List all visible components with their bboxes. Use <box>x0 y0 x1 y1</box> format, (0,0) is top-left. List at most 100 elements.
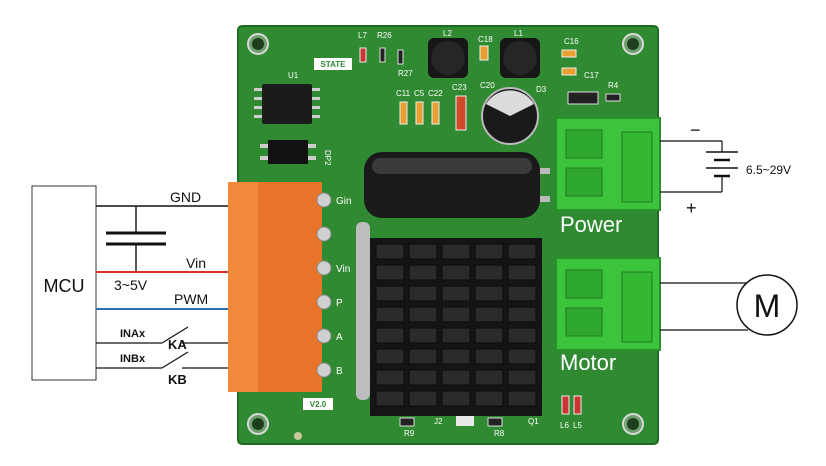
heatsink-fin <box>408 306 438 323</box>
gnd-label: GND <box>170 189 201 205</box>
power-inductor-highlight <box>372 158 532 174</box>
heatsink-fin <box>507 390 537 407</box>
power-label: Power <box>560 212 622 237</box>
inductor-l2-core <box>431 41 465 75</box>
mcu-box <box>31 185 97 381</box>
silk-dp2: DP2 <box>323 150 332 166</box>
pin-header-label: P <box>336 298 343 309</box>
motor-terminal <box>555 257 661 351</box>
pin-header-front <box>228 182 258 392</box>
heatsink-fin <box>375 390 405 407</box>
state-label: STATE <box>320 60 346 69</box>
heatsink-fin <box>408 348 438 365</box>
heatsink-fin <box>375 285 405 302</box>
silk-r8: R8 <box>494 429 505 438</box>
led-l7 <box>359 47 367 63</box>
silk-c17: C17 <box>584 71 599 80</box>
inductor-l1-core <box>503 41 537 75</box>
heatsink-fin <box>408 243 438 260</box>
heatsink-fin <box>474 306 504 323</box>
chip-pin <box>312 106 320 109</box>
silk-r9: R9 <box>404 429 415 438</box>
resistor-r8 <box>487 417 503 427</box>
kb-label: KB <box>168 372 187 387</box>
led-l5 <box>573 395 582 415</box>
heatsink-fin <box>507 369 537 386</box>
heatsink-fin <box>375 348 405 365</box>
inductor-l2 <box>428 38 468 78</box>
silk-l6: L6 <box>560 421 569 430</box>
motor-terminal-slot <box>565 269 603 299</box>
heatsink-fin <box>474 369 504 386</box>
heatsink-fin <box>441 264 471 281</box>
power-terminal-edge <box>555 117 661 211</box>
silk-c23: C23 <box>452 83 467 92</box>
capacitor-c23 <box>455 95 467 131</box>
pin-header-pin <box>316 362 332 378</box>
motor-label: Motor <box>560 350 616 375</box>
power-terminal-slot <box>565 129 603 159</box>
silk-c20: C20 <box>480 81 495 90</box>
chip-pin <box>260 156 268 160</box>
silk-l1: L1 <box>514 29 523 38</box>
pwm-label: PWM <box>174 291 208 307</box>
capacitor-c22 <box>431 101 440 125</box>
power-terminal-side <box>621 131 653 203</box>
mounting-holes <box>247 33 644 440</box>
heatsink-fin <box>441 390 471 407</box>
heatsink-fin <box>408 327 438 344</box>
silk-j2: J2 <box>434 417 443 426</box>
chip-pin <box>260 144 268 148</box>
chip-pin <box>254 88 262 91</box>
chip-u1 <box>254 84 320 124</box>
pin-header-label: B <box>336 366 343 377</box>
mounting-hole-inner <box>252 418 264 430</box>
silk-l5: L5 <box>573 421 582 430</box>
heatsink-fin <box>441 285 471 302</box>
silk-d3: D3 <box>536 85 547 94</box>
inax-label: INAx <box>120 328 146 340</box>
resistor-r26 <box>379 47 386 63</box>
vin-label: Vin <box>186 255 206 271</box>
heatsink-fin <box>408 285 438 302</box>
heatsink-fin <box>441 369 471 386</box>
pin-header-pin <box>316 260 332 276</box>
heatsink-fin <box>441 348 471 365</box>
version-badge <box>303 398 333 410</box>
resistor-r9 <box>399 417 415 427</box>
ka-label: KA <box>168 337 187 352</box>
heatsink-fin <box>507 243 537 260</box>
diode-d3 <box>567 91 599 105</box>
motor-symbol: M <box>660 274 798 336</box>
heatsink-fin <box>408 390 438 407</box>
heatsink-mount-strip <box>356 222 370 400</box>
small-via <box>294 432 302 440</box>
heatsink-fin <box>441 306 471 323</box>
silk-c11: C11 <box>396 89 411 98</box>
heatsink-fin <box>474 285 504 302</box>
pcb-board <box>238 26 658 444</box>
silk-u1: U1 <box>288 71 299 80</box>
capacitor-c18 <box>479 45 489 61</box>
silk-c22: C22 <box>428 89 443 98</box>
chip-pin <box>308 144 316 148</box>
resistor-r4 <box>605 93 621 102</box>
heatsink-fin <box>507 285 537 302</box>
heatsink-fin <box>375 369 405 386</box>
chip-pin <box>308 156 316 160</box>
inductor-l1 <box>500 38 540 78</box>
small-capacitors <box>399 45 621 131</box>
supply-range-label: 3~5V <box>114 277 148 293</box>
c20-polarity-mark <box>486 90 534 116</box>
heatsink <box>356 222 542 416</box>
capacitor-c5 <box>415 101 424 125</box>
silk-r27: R27 <box>398 69 413 78</box>
heatsink-fin <box>441 243 471 260</box>
silk-c18: C18 <box>478 35 493 44</box>
chip-dp2-body <box>268 140 308 164</box>
heatsink-fin <box>375 264 405 281</box>
pin-header-pin <box>316 226 332 242</box>
chip-pin <box>254 97 262 100</box>
